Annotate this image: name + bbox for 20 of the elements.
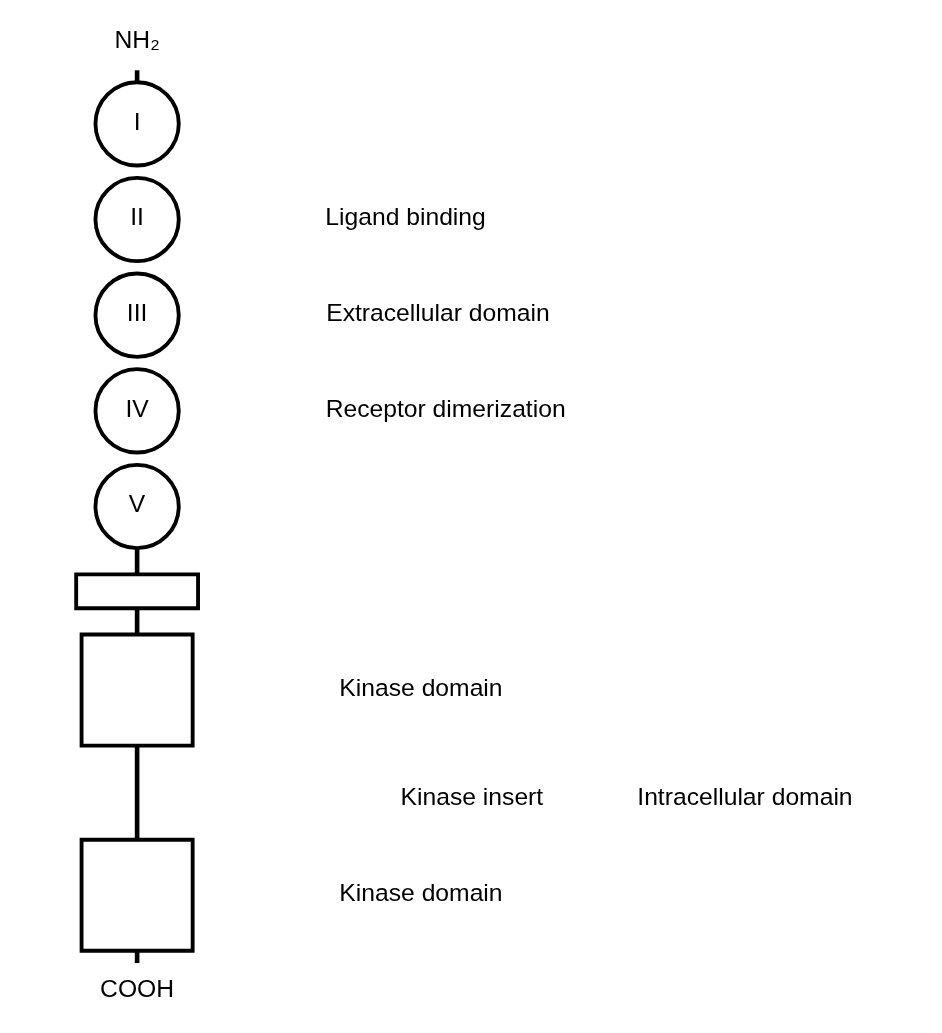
node-circle: IV <box>93 367 181 455</box>
connector <box>134 745 139 840</box>
node-text: COOH <box>99 974 174 1002</box>
node-text: NH₂ <box>114 25 160 53</box>
label: Ligand binding <box>324 203 486 231</box>
node-box <box>79 837 195 953</box>
label: Intracellular domain <box>636 783 853 811</box>
node-box <box>79 632 195 748</box>
label: Extracellular domain <box>325 299 550 327</box>
node-circle: II <box>93 175 181 264</box>
label: Kinase domain <box>338 673 503 701</box>
node-circle: V <box>93 462 181 551</box>
node-box <box>73 572 200 611</box>
node-circle: I <box>93 80 181 168</box>
connector <box>134 548 139 574</box>
label: Kinase domain <box>338 879 503 907</box>
node-circle: III <box>93 271 181 359</box>
label: Kinase insert <box>400 783 543 811</box>
connector <box>134 608 139 635</box>
label: Receptor dimerization <box>325 394 566 422</box>
